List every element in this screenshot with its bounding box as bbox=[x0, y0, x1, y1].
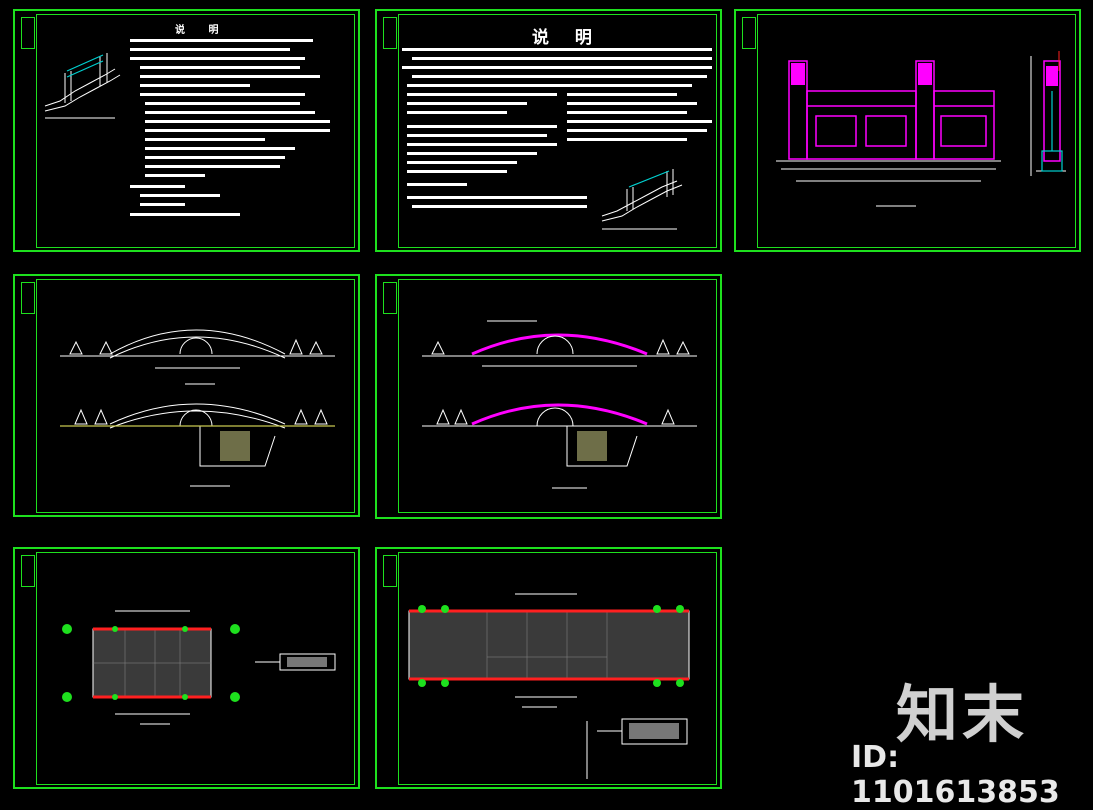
sheet-title: 说 明 bbox=[175, 25, 229, 36]
bridge-plan-detail-drawing bbox=[408, 593, 690, 779]
sheet-inner-frame bbox=[398, 279, 717, 513]
sheet-title: 说 明 bbox=[532, 28, 602, 48]
resource-id-label: ID: 1101613853 bbox=[851, 740, 1060, 810]
title-block-strip bbox=[383, 282, 397, 314]
drawing-sheet-railing-elevation[interactable] bbox=[734, 9, 1081, 252]
bridge-elevation-drawing bbox=[60, 329, 335, 487]
title-block-strip bbox=[21, 17, 35, 49]
drawing-sheet-bridge-elevation-highlight[interactable] bbox=[375, 274, 722, 519]
drawing-sheet-bridge-plan[interactable] bbox=[13, 547, 360, 789]
title-block-strip bbox=[21, 555, 35, 587]
railing-elevation-drawing bbox=[776, 51, 1066, 207]
title-block-strip bbox=[383, 17, 397, 49]
stair-detail-drawing bbox=[44, 39, 330, 216]
drawing-sheet-notes-1[interactable]: 说 明 bbox=[13, 9, 360, 252]
sheet-inner-frame bbox=[36, 279, 355, 513]
title-block-strip bbox=[21, 282, 35, 314]
sheet-inner-frame bbox=[398, 14, 717, 248]
notes-text-block bbox=[402, 48, 712, 230]
sheet-inner-frame bbox=[36, 14, 355, 248]
sheet-inner-frame bbox=[757, 14, 1076, 248]
sheet-inner-frame bbox=[398, 552, 717, 785]
title-block-strip bbox=[383, 555, 397, 587]
title-block-strip bbox=[742, 17, 756, 49]
brand-logo: 知末 bbox=[896, 678, 1029, 751]
drawing-sheet-notes-2[interactable]: 说 明 bbox=[375, 9, 722, 252]
drawing-sheet-bridge-plan-detail[interactable] bbox=[375, 547, 722, 789]
sheet-inner-frame bbox=[36, 552, 355, 785]
bridge-plan-drawing bbox=[62, 610, 336, 725]
drawing-sheet-bridge-elevation[interactable] bbox=[13, 274, 360, 517]
bridge-elevation-highlight-drawing bbox=[422, 320, 697, 489]
